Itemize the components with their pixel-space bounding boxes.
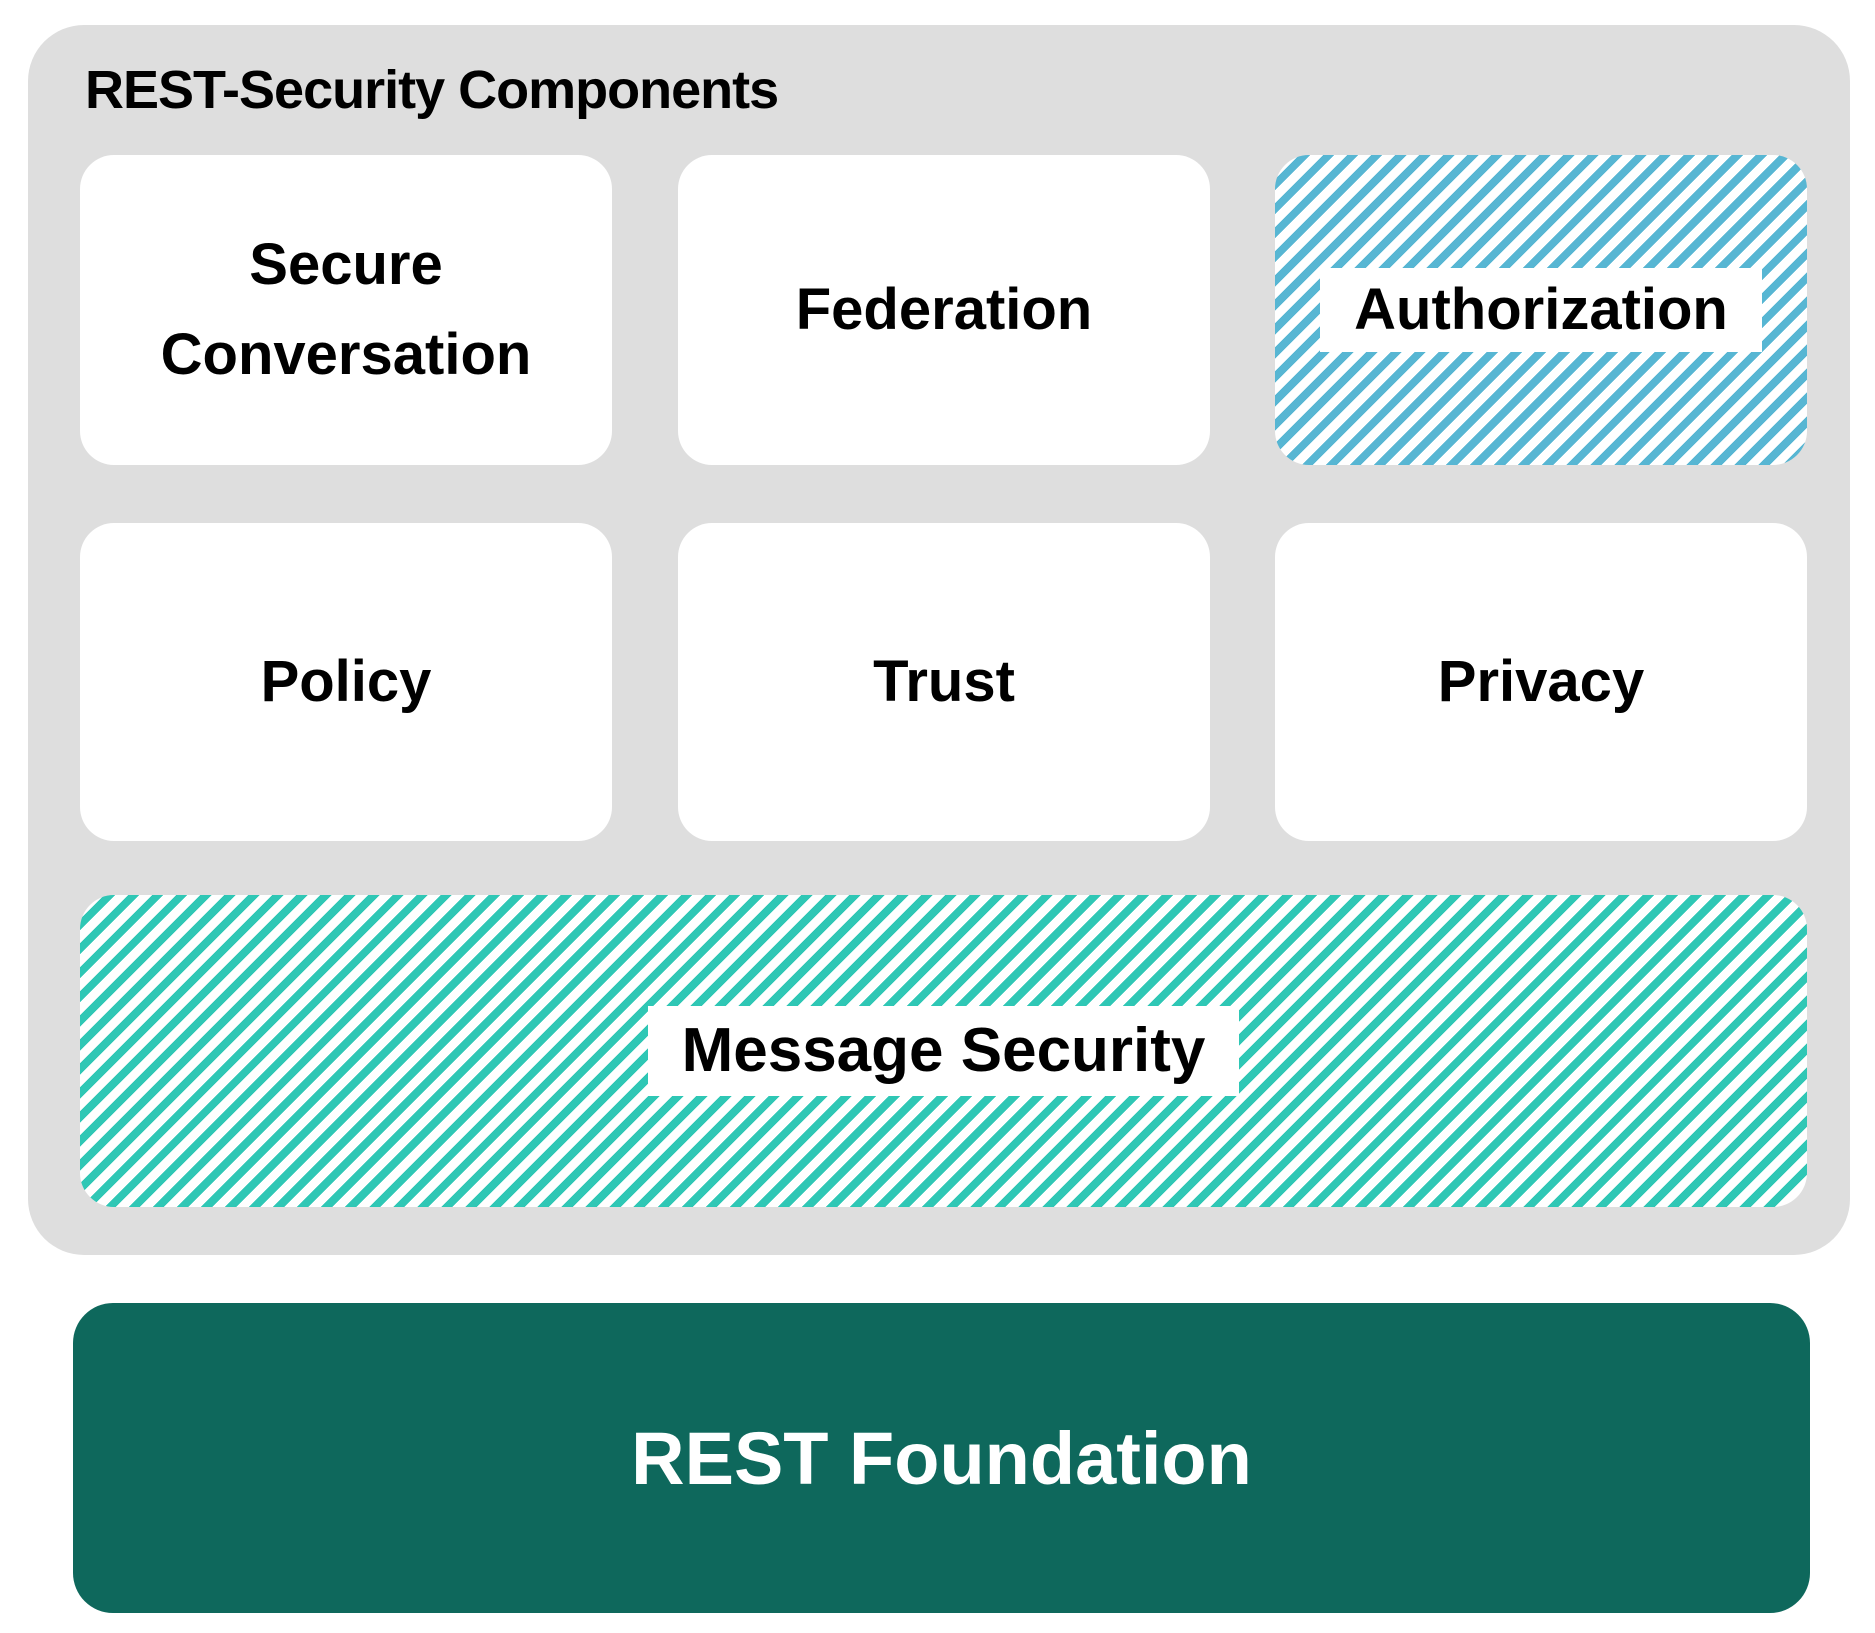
- box-rest-foundation: REST Foundation: [73, 1303, 1810, 1613]
- box-privacy: Privacy: [1275, 523, 1807, 841]
- box-message-security: Message Security: [80, 895, 1807, 1207]
- box-label: Message Security: [647, 1006, 1240, 1096]
- box-label: REST Foundation: [631, 1416, 1252, 1500]
- box-policy: Policy: [80, 523, 612, 841]
- panel-title: REST-Security Components: [85, 60, 779, 120]
- box-label: Federation: [795, 277, 1093, 343]
- box-authorization: Authorization: [1275, 155, 1807, 465]
- box-label: Policy: [260, 649, 432, 715]
- box-label: Authorization: [1320, 267, 1762, 353]
- box-federation: Federation: [678, 155, 1210, 465]
- box-label: Secure Conversation: [160, 232, 532, 387]
- box-secure-conversation: Secure Conversation: [80, 155, 612, 465]
- box-label: Privacy: [1437, 649, 1645, 715]
- box-label: Trust: [873, 649, 1015, 715]
- rest-security-components-panel: REST-Security Components Secure Conversa…: [28, 25, 1850, 1255]
- box-trust: Trust: [678, 523, 1210, 841]
